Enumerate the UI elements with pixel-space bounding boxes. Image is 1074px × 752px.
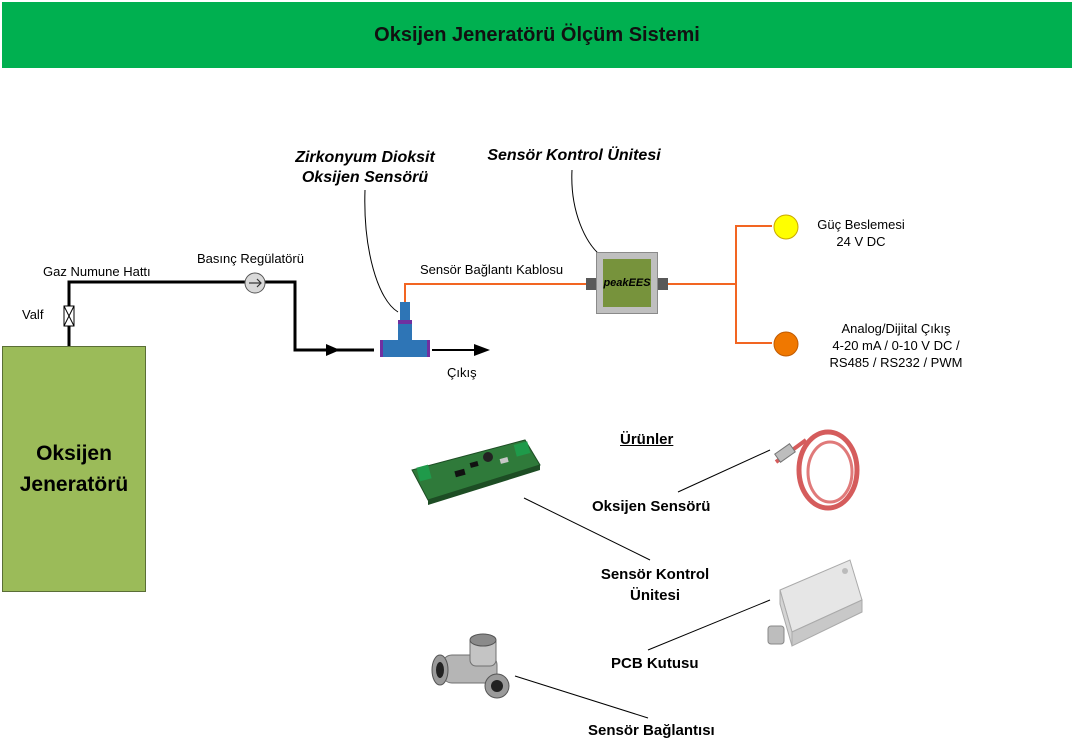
pcb-box-leader	[647, 599, 771, 651]
control-unit-leader-line	[571, 169, 605, 259]
control-unit-pcb-image	[411, 439, 541, 505]
control-box-input-connector	[586, 278, 596, 290]
product-sensor-connection-label: Sensör Bağlantısı	[588, 722, 715, 739]
title-bar: Oksijen Jeneratörü Ölçüm Sistemi	[2, 2, 1072, 68]
output-line2: 4-20 mA / 0-10 V DC /	[832, 338, 960, 353]
sensor-title-line1: Zirkonyum Dioksit	[295, 149, 435, 166]
output-line3: RS485 / RS232 / PWM	[829, 355, 963, 370]
sensor-leader-line	[364, 189, 399, 313]
sensor-cable	[404, 283, 586, 305]
pcb-box-image	[767, 559, 863, 647]
products-heading: Ürünler	[620, 431, 674, 448]
power-supply-label: Güç Beslemesi 24 V DC	[806, 217, 916, 249]
analog-digital-output-indicator	[773, 331, 799, 357]
pressure-regulator-icon[interactable]	[244, 272, 266, 294]
power-supply-indicator	[773, 214, 799, 240]
sensor-connection-leader	[514, 675, 649, 719]
output-label: Analog/Dijital Çıkış 4-20 mA / 0-10 V DC…	[812, 321, 980, 370]
control-box-output-connector	[658, 278, 668, 290]
valve-icon[interactable]	[63, 305, 75, 327]
tee-fitting-icon	[380, 302, 430, 357]
power-supply-line2: 24 V DC	[836, 234, 886, 249]
sensor-control-unit-box[interactable]: peakEES	[596, 252, 658, 314]
product-control-unit-label: Sensör Kontrol Ünitesi	[588, 566, 722, 604]
sensor-cable-label: Sensör Bağlantı Kablosu	[420, 262, 564, 277]
sensor-title-line2: Oksijen Sensörü	[301, 169, 429, 186]
control-unit-product-leader	[523, 497, 651, 561]
product-control-unit-line1: Sensör Kontrol	[600, 566, 710, 583]
oxygen-sensor-leader	[677, 449, 771, 493]
output-cabling	[668, 225, 772, 344]
outlet-label: Çıkış	[447, 365, 477, 380]
regulator-label: Basınç Regülatörü	[197, 251, 304, 266]
oxygen-generator-block: Oksijen Jeneratörü	[2, 346, 146, 592]
control-box-brand-label: peakEES	[603, 277, 651, 289]
control-unit-panel: peakEES	[603, 259, 651, 307]
output-line1: Analog/Dijital Çıkış	[841, 321, 951, 336]
valve-label: Valf	[22, 307, 44, 322]
power-supply-line1: Güç Beslemesi	[817, 217, 905, 232]
product-control-unit-line2: Ünitesi	[629, 587, 680, 604]
product-oxygen-sensor-label: Oksijen Sensörü	[592, 498, 711, 515]
product-pcb-box-label: PCB Kutusu	[611, 655, 699, 672]
oxygen-generator-label: Oksijen Jeneratörü	[19, 442, 129, 496]
oxygen-sensor-image	[774, 429, 860, 511]
sensor-title: Zirkonyum Dioksit Oksijen Sensörü	[280, 149, 450, 187]
page-title: Oksijen Jeneratörü Ölçüm Sistemi	[374, 23, 700, 46]
control-unit-title: Sensör Kontrol Ünitesi	[487, 147, 661, 164]
gas-line-label: Gaz Numune Hattı	[43, 264, 151, 279]
sensor-connection-fitting-image	[431, 633, 510, 699]
gas-sample-line	[67, 280, 490, 356]
